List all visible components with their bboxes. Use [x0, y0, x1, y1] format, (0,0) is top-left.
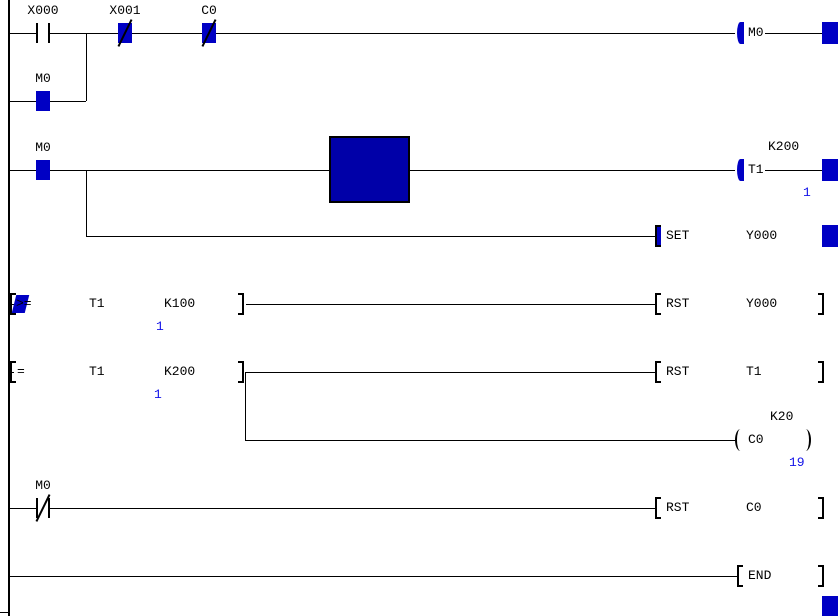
instruction-close-bracket — [818, 293, 824, 315]
coil-current-value: 1 — [803, 185, 811, 200]
coil-open-paren — [735, 159, 744, 181]
compare-close-bracket — [238, 293, 244, 315]
contact-label: C0 — [201, 3, 217, 18]
instruction-set-y000[interactable]: SET Y000 — [655, 225, 824, 247]
wire — [86, 236, 656, 237]
instruction-rst-c0[interactable]: RST C0 — [655, 497, 824, 519]
contact-c0[interactable] — [201, 19, 217, 47]
contact-label: M0 — [35, 140, 51, 155]
left-power-rail — [8, 0, 10, 616]
coil-energized-terminal — [822, 159, 838, 181]
compare-current-value: 1 — [156, 319, 164, 334]
instruction-open-bracket — [655, 361, 661, 383]
instruction-close-bracket — [818, 497, 824, 519]
instruction-rst-y000[interactable]: RST Y000 — [655, 293, 824, 315]
contact-label: M0 — [35, 478, 51, 493]
coil-open-paren — [735, 22, 744, 44]
coil-c0[interactable]: C0 — [735, 429, 825, 451]
compare-operand-1: T1 — [88, 364, 106, 379]
coil-preset-label: K20 — [770, 409, 794, 424]
instruction-operand: T1 — [745, 364, 763, 379]
compare-close-bracket — [238, 361, 244, 383]
compare-open-bracket — [10, 293, 16, 315]
instruction-close-bracket — [818, 361, 824, 383]
wire — [50, 508, 655, 509]
contact-bar — [36, 498, 38, 518]
instruction-mnemonic: SET — [665, 228, 691, 243]
contact-label: X000 — [27, 3, 59, 18]
coil-energized-terminal — [822, 22, 838, 44]
coil-m0[interactable]: M0 — [735, 22, 825, 44]
instruction-close-bracket — [818, 565, 824, 587]
wire — [245, 440, 736, 441]
compare-operator: = — [16, 364, 26, 379]
contact-bar — [36, 23, 38, 43]
wire — [8, 33, 36, 34]
contact-fill — [36, 160, 50, 180]
contact-x001[interactable] — [117, 19, 133, 47]
instruction-mnemonic: RST — [665, 500, 691, 515]
coil-t1[interactable]: T1 — [735, 159, 825, 181]
compare-operand-1: T1 — [88, 296, 106, 311]
instruction-mnemonic: RST — [665, 364, 691, 379]
contact-bar — [48, 23, 50, 43]
wire — [8, 508, 36, 509]
coil-preset-label: K200 — [768, 139, 800, 154]
wire — [8, 170, 36, 171]
wire — [132, 33, 202, 34]
instruction-operand: C0 — [745, 500, 763, 515]
contact-x000[interactable] — [36, 22, 50, 44]
wire — [50, 33, 118, 34]
coil-device-label: C0 — [747, 432, 765, 447]
compare-open-bracket — [10, 361, 16, 383]
instruction-mnemonic: RST — [665, 296, 691, 311]
wire — [246, 372, 655, 373]
instruction-energized-terminal — [822, 225, 838, 247]
contact-m0[interactable] — [35, 494, 51, 522]
wire — [216, 33, 736, 34]
instruction-open-bracket — [655, 293, 661, 315]
wire-vertical — [245, 372, 246, 440]
wire-vertical — [86, 170, 87, 236]
compare-operator: >= — [16, 296, 32, 311]
contact-label: X001 — [109, 3, 141, 18]
wire-vertical — [86, 33, 87, 101]
instruction-open-bracket — [737, 565, 743, 587]
compare-operand-2: K200 — [163, 364, 197, 379]
coil-device-label: T1 — [747, 162, 765, 177]
instruction-rst-t1[interactable]: RST T1 — [655, 361, 824, 383]
wire — [765, 170, 822, 171]
coil-open-paren — [735, 429, 744, 451]
coil-device-label: M0 — [747, 25, 765, 40]
energized-rail-mark — [822, 596, 838, 616]
contact-fill — [36, 91, 50, 111]
contact-m0[interactable] — [36, 90, 50, 112]
instruction-end[interactable]: END — [737, 565, 824, 587]
edit-cursor[interactable] — [329, 136, 410, 203]
coil-current-value: 19 — [789, 455, 805, 470]
compare-current-value: 1 — [154, 387, 162, 402]
instruction-operand: Y000 — [745, 296, 779, 311]
instruction-mnemonic: END — [747, 568, 773, 583]
wire — [246, 304, 655, 305]
instruction-open-bracket — [655, 497, 661, 519]
instruction-operand: Y000 — [745, 228, 779, 243]
wire — [8, 576, 737, 577]
wire — [0, 612, 8, 613]
wire — [765, 33, 822, 34]
contact-label: M0 — [35, 71, 51, 86]
compare-contact[interactable]: = T1 K200 — [10, 361, 244, 383]
compare-operand-2: K100 — [163, 296, 197, 311]
wire — [8, 101, 36, 102]
instruction-open-bracket — [655, 225, 661, 247]
contact-m0[interactable] — [36, 159, 50, 181]
contact-bar — [48, 498, 50, 518]
wire — [50, 101, 86, 102]
coil-close-paren — [802, 429, 811, 451]
compare-contact[interactable]: >= T1 K100 — [10, 293, 244, 315]
